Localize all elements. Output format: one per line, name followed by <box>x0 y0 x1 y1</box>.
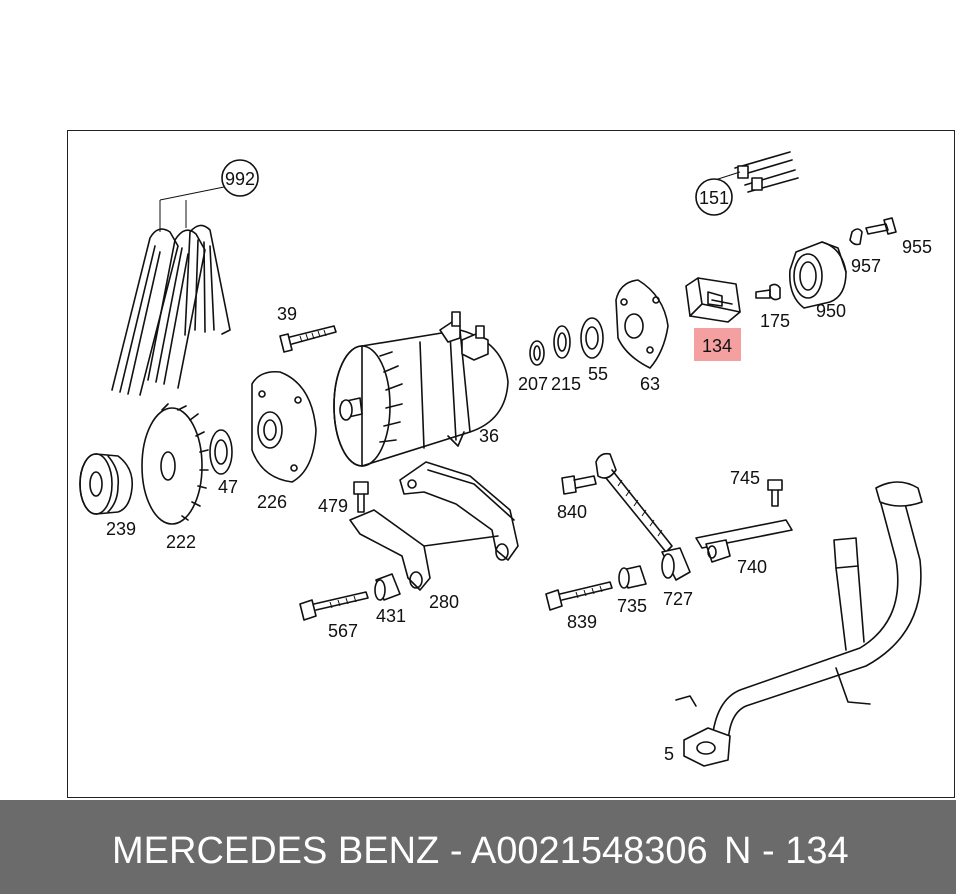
bushing-431 <box>374 573 401 601</box>
callout-36: 36 <box>479 426 499 446</box>
caption-bar: MERCEDES BENZ - A0021548306 N - 134 <box>0 800 956 894</box>
bushing-735 <box>618 565 647 589</box>
callout-745: 745 <box>730 468 760 488</box>
parts-diagram: 992 151 39 955 957 950 175 <box>67 130 955 798</box>
bolt-479 <box>353 481 369 513</box>
ring-215 <box>553 325 571 359</box>
callout-727: 727 <box>663 589 693 609</box>
bar-740 <box>695 519 793 563</box>
callout-47: 47 <box>218 477 238 497</box>
bolt-567 <box>299 591 369 621</box>
callout-134: 134 <box>702 336 732 356</box>
cover-950 <box>788 241 847 309</box>
callout-5: 5 <box>664 744 674 764</box>
alternator-36 <box>333 311 509 467</box>
screw-955 <box>849 217 897 246</box>
callout-567: 567 <box>328 621 358 641</box>
callout-39: 39 <box>277 304 297 324</box>
callout-239: 239 <box>106 519 136 539</box>
callout-740: 740 <box>737 557 767 577</box>
regulator-134 <box>685 277 741 323</box>
bracket-280 <box>349 461 519 591</box>
callout-175: 175 <box>760 311 790 331</box>
bearing-55 <box>580 317 604 359</box>
v-belt-group <box>111 186 231 396</box>
callout-highlight-134 <box>694 328 741 361</box>
callout-955: 955 <box>902 237 932 257</box>
caption-part-text: MERCEDES BENZ - A0021548306 <box>112 830 708 872</box>
bolt-745 <box>767 479 783 507</box>
screw-175 <box>755 283 781 301</box>
callout-950: 950 <box>816 301 846 321</box>
bolt-39 <box>279 325 337 353</box>
callout-55: 55 <box>588 364 608 384</box>
fan-222 <box>141 403 209 525</box>
bolt-840 <box>561 475 597 495</box>
tension-rod <box>595 452 691 581</box>
callout-992: 992 <box>225 169 255 189</box>
caption-position-number: N - 134 <box>724 830 849 872</box>
callout-431: 431 <box>376 606 406 626</box>
pipe-5 <box>675 481 923 767</box>
callout-839: 839 <box>567 612 597 632</box>
bearing-47 <box>209 429 233 475</box>
callout-226: 226 <box>257 492 287 512</box>
pulley-239 <box>79 453 134 515</box>
callout-280: 280 <box>429 592 459 612</box>
callout-479: 479 <box>318 496 348 516</box>
diagram-frame <box>67 130 955 798</box>
bolt-839 <box>545 581 613 611</box>
callout-957: 957 <box>851 256 881 276</box>
wiring-group <box>714 151 799 193</box>
callout-circle-992 <box>221 159 259 197</box>
callout-207: 207 <box>518 374 548 394</box>
callout-151: 151 <box>699 188 729 208</box>
callout-840: 840 <box>557 502 587 522</box>
callout-215: 215 <box>551 374 581 394</box>
callout-63: 63 <box>640 374 660 394</box>
bracket-63 <box>615 279 669 369</box>
callout-circle-151 <box>695 178 733 216</box>
bracket-226 <box>251 370 317 483</box>
callout-222: 222 <box>166 532 196 552</box>
callout-735: 735 <box>617 596 647 616</box>
ring-207 <box>529 340 545 366</box>
